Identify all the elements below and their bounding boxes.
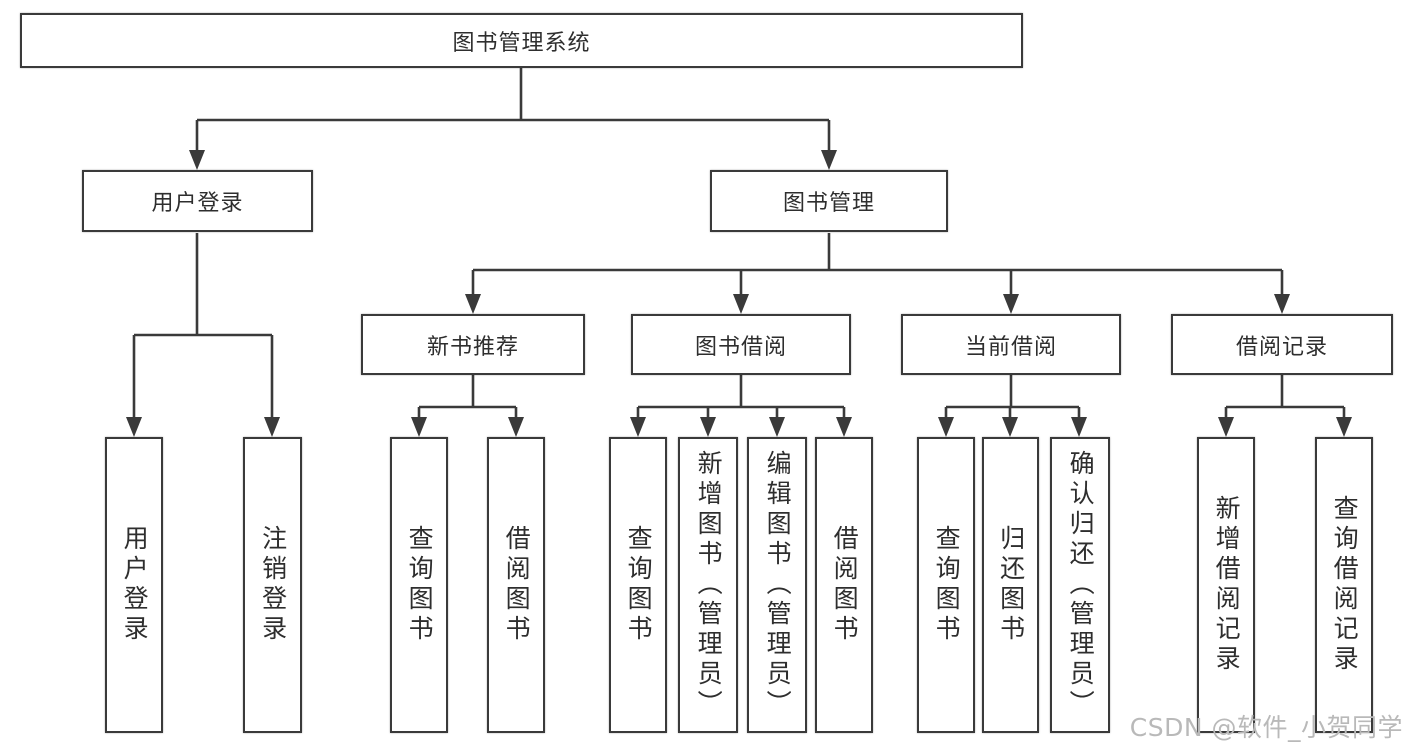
node-new-book-recommend-label: 新书推荐: [426, 334, 519, 360]
node-user-login-label: 用户登录: [151, 191, 244, 216]
leaf-current-query-book: 查询图书: [917, 437, 975, 733]
node-current-borrow-label: 当前借阅: [964, 334, 1057, 360]
leaf-borrow-add-book: 新增图书（管理员）: [678, 437, 738, 733]
leaf-current-return-book: 归还图书: [982, 437, 1039, 733]
node-borrow-records: 借阅记录: [1171, 314, 1393, 375]
leaf-borrow-borrow-book: 借阅图书: [815, 437, 873, 733]
leaf-user-login-label: 用户登录: [120, 525, 150, 645]
leaf-borrow-borrow-book-label: 借阅图书: [830, 525, 860, 645]
node-new-book-recommend: 新书推荐: [361, 314, 585, 375]
leaf-borrow-query-book-label: 查询图书: [624, 525, 654, 645]
node-book-borrow-label: 图书借阅: [694, 334, 787, 360]
leaf-records-query-record-label: 查询借阅记录: [1330, 495, 1360, 675]
watermark: CSDN @软件_小贺同学: [1129, 713, 1403, 742]
node-user-login: 用户登录: [82, 170, 313, 232]
leaf-recommend-query-book: 查询图书: [390, 437, 448, 733]
leaf-logout: 注销登录: [243, 437, 302, 733]
leaf-recommend-query-book-label: 查询图书: [405, 525, 435, 645]
leaf-records-query-record: 查询借阅记录: [1315, 437, 1373, 733]
leaf-current-confirm-return: 确认归还（管理员）: [1050, 437, 1110, 733]
node-root: 图书管理系统: [20, 13, 1023, 68]
leaf-current-return-book-label: 归还图书: [996, 525, 1026, 645]
leaf-records-add-record: 新增借阅记录: [1197, 437, 1255, 733]
leaf-current-confirm-return-label: 确认归还（管理员）: [1066, 450, 1096, 720]
node-book-management: 图书管理: [710, 170, 948, 232]
leaf-recommend-borrow-book: 借阅图书: [487, 437, 545, 733]
node-book-borrow: 图书借阅: [631, 314, 851, 375]
leaf-borrow-add-book-label: 新增图书（管理员）: [694, 450, 724, 720]
leaf-borrow-edit-book: 编辑图书（管理员）: [747, 437, 807, 733]
node-borrow-records-label: 借阅记录: [1235, 334, 1328, 360]
leaf-records-add-record-label: 新增借阅记录: [1212, 495, 1242, 675]
node-root-label: 图书管理系统: [452, 30, 591, 56]
leaf-logout-label: 注销登录: [258, 525, 288, 645]
node-current-borrow: 当前借阅: [901, 314, 1121, 375]
leaf-recommend-borrow-book-label: 借阅图书: [502, 525, 532, 645]
leaf-borrow-edit-book-label: 编辑图书（管理员）: [763, 450, 793, 720]
node-book-management-label: 图书管理: [782, 191, 875, 216]
leaf-current-query-book-label: 查询图书: [932, 525, 962, 645]
leaf-user-login: 用户登录: [105, 437, 163, 733]
leaf-borrow-query-book: 查询图书: [609, 437, 667, 733]
